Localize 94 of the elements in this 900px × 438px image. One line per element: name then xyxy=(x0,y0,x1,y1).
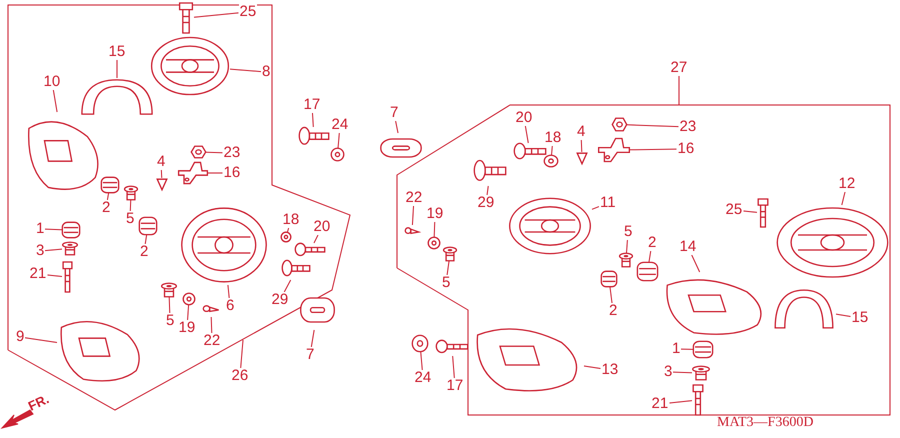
leader-line xyxy=(240,340,244,368)
collar-drawing xyxy=(619,253,633,267)
leader-line xyxy=(208,172,223,174)
leader-line xyxy=(338,132,340,148)
leader-line xyxy=(24,337,58,343)
leader-line xyxy=(395,120,398,134)
leader-line xyxy=(678,76,680,106)
grommet-drawing xyxy=(101,177,119,193)
leader-line xyxy=(836,314,851,317)
leader-line xyxy=(743,210,758,213)
leader-line xyxy=(160,170,162,178)
callout-number: 20 xyxy=(312,219,332,235)
collar-drawing xyxy=(124,186,138,200)
washer-drawing xyxy=(412,335,428,352)
leader-line xyxy=(669,400,692,404)
clip-drawing xyxy=(156,178,168,190)
grommet-drawing xyxy=(139,217,157,235)
leader-line xyxy=(116,60,118,78)
leader-line xyxy=(187,304,190,320)
lamp-drawing xyxy=(180,205,268,285)
leader-line xyxy=(194,12,239,18)
bracket-drawing xyxy=(598,138,630,162)
callout-number: 18 xyxy=(282,212,300,228)
bolt-drawing xyxy=(62,262,73,292)
callout-number: 14 xyxy=(678,239,698,255)
leader-line xyxy=(446,260,450,276)
bolt-drawing xyxy=(178,3,194,33)
lamp-drawing xyxy=(508,196,592,256)
leader-line xyxy=(584,366,601,370)
leader-line xyxy=(284,280,292,292)
leader-line xyxy=(580,140,582,152)
leader-line xyxy=(486,186,489,196)
leader-line xyxy=(412,206,414,226)
washer-drawing xyxy=(428,237,440,249)
lamp-drawing xyxy=(150,35,230,97)
leader-line xyxy=(52,90,58,112)
leader-line xyxy=(168,296,170,314)
leader-line xyxy=(47,274,62,277)
drawing-code: MAT3—F3600D xyxy=(717,415,814,431)
leader-line xyxy=(452,356,455,378)
leader-line xyxy=(680,348,694,350)
leader-line xyxy=(210,316,212,334)
grommet-drawing xyxy=(637,262,658,281)
washer-drawing xyxy=(544,155,558,167)
bolt-drawing xyxy=(757,199,769,227)
leader-line xyxy=(841,192,846,206)
leader-line xyxy=(227,284,230,298)
bolt-drawing xyxy=(295,243,325,259)
leader-line xyxy=(524,126,529,144)
bracket-drawing xyxy=(178,162,208,184)
nut-drawing xyxy=(191,146,206,158)
leader-line xyxy=(592,206,600,210)
washer-drawing xyxy=(281,232,291,242)
leader-line xyxy=(206,152,223,154)
leader-line xyxy=(648,250,652,262)
grommet-drawing xyxy=(62,222,80,238)
leader-line xyxy=(434,222,436,238)
washer-drawing xyxy=(183,293,195,305)
leader-line xyxy=(144,234,148,244)
callout-number: 20 xyxy=(514,110,534,126)
leader-line xyxy=(312,112,314,128)
grommet-drawing xyxy=(693,341,713,358)
nut-drawing xyxy=(612,118,627,131)
leader-line xyxy=(672,372,692,374)
leader-line xyxy=(130,200,132,212)
leader-line xyxy=(626,124,679,128)
callout-number: 12 xyxy=(838,176,856,192)
strip-drawing xyxy=(772,288,836,330)
leader-line xyxy=(106,192,110,200)
callout-number: 10 xyxy=(42,74,62,90)
collar-drawing xyxy=(443,247,457,261)
clip-drawing xyxy=(576,152,588,164)
leader-line xyxy=(610,286,612,304)
callout-number: 2 xyxy=(647,235,658,251)
leader-line xyxy=(44,248,62,252)
leader-line xyxy=(310,330,315,348)
collar-drawing xyxy=(62,242,78,255)
leader-line xyxy=(420,352,423,370)
leader-line xyxy=(691,254,700,272)
grommet-drawing xyxy=(601,271,617,287)
direction-label: FR. xyxy=(25,390,51,414)
bolt-drawing xyxy=(436,340,468,356)
lamp-drawing xyxy=(775,205,890,280)
washer-drawing xyxy=(331,148,344,161)
leader-line xyxy=(230,68,262,72)
bolt-drawing xyxy=(692,385,704,415)
leader-line xyxy=(626,240,628,254)
callout-number: 7 xyxy=(389,105,400,121)
collar-drawing xyxy=(161,283,177,297)
leader-line xyxy=(630,148,677,150)
collar-drawing xyxy=(692,366,710,380)
leader-line xyxy=(44,228,62,230)
leader-line xyxy=(286,228,290,232)
leader-line xyxy=(551,146,553,156)
